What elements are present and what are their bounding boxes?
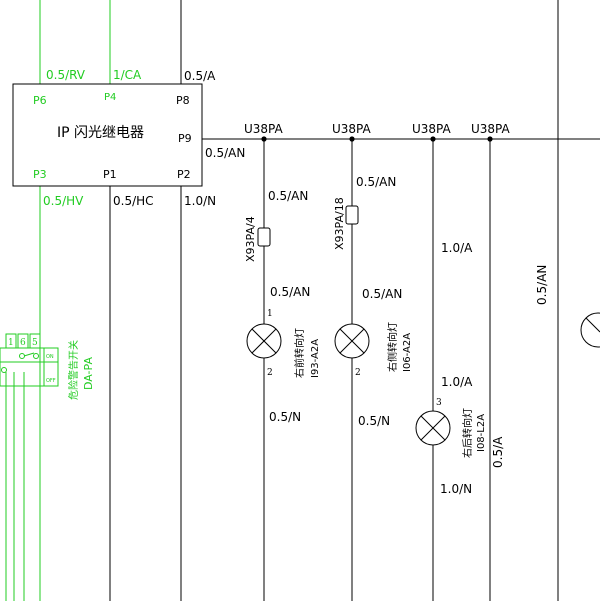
branch-front-lamp-name: 右前转向灯	[293, 328, 306, 378]
splice-dot	[261, 136, 267, 142]
switch-code: DA-PA	[82, 357, 95, 390]
lamp-icon	[415, 410, 451, 446]
branch-front-pin-bottom: 2	[267, 368, 273, 378]
branch-rear-pin-top: 3	[436, 398, 442, 408]
wire-label-far-right: 0.5/AN	[535, 265, 549, 305]
branch-side-wire-mid: 0.5/AN	[362, 287, 402, 301]
splice-labels: U38PA U38PA U38PA U38PA	[244, 122, 511, 136]
partial-lamp-icon	[580, 312, 600, 348]
branch-front-wire-mid: 0.5/AN	[270, 285, 310, 299]
wire-labels: 0.5/RV 1/CA 0.5/A 0.5/AN 0.5/HV 0.5/HC 1…	[43, 68, 549, 305]
relay-pin-p4: P4	[104, 92, 116, 103]
relay-title: IP 闪光继电器	[57, 125, 144, 141]
branch-side-lamp-name: 右侧转向灯	[386, 322, 399, 372]
branch-rear-wire-top: 1.0/A	[441, 241, 473, 255]
switch-name: 危险警告开关	[67, 340, 80, 400]
wire-label-p4: 1/CA	[113, 68, 142, 82]
branch-side-wire-top: 0.5/AN	[356, 175, 396, 189]
relay-pin-p8: P8	[176, 94, 190, 107]
splice-label: U38PA	[471, 122, 511, 136]
branch-side: 0.5/AN X93PA/18 0.5/AN 2 右侧转向灯 I06-A2A 0…	[333, 175, 413, 428]
partial-lamp-cross	[585, 317, 600, 333]
wires	[39, 0, 600, 601]
branch-front-wire-top: 0.5/AN	[268, 189, 308, 203]
branch-rear-wire-mid: 1.0/A	[441, 375, 473, 389]
relay-box	[12, 83, 203, 187]
switch-off-label: OFF	[46, 378, 56, 384]
wire-label-p9: 0.5/AN	[205, 146, 245, 160]
branch-side-pin-bottom: 2	[355, 368, 361, 378]
splice-label: U38PA	[332, 122, 372, 136]
branch-front-connector: X93PA/4	[244, 216, 257, 262]
wire-label-p1: 0.5/HC	[113, 194, 154, 208]
switch-body	[0, 347, 59, 387]
wire-label-p2: 1.0/N	[184, 194, 216, 208]
branch-front: 0.5/AN X93PA/4 0.5/AN 1 2 右前转向灯 I93-A2A …	[244, 189, 321, 424]
branch-front-wire-bottom: 0.5/N	[269, 410, 301, 424]
relay-pin-p1: P1	[103, 168, 117, 181]
branch-rear-wire-bottom: 1.0/N	[440, 482, 472, 496]
relay-pin-p3: P3	[33, 168, 47, 181]
flasher-relay: IP 闪光继电器 P6 P4 P8 P9 P3 P1 P2	[12, 83, 203, 187]
lamp-icon	[246, 323, 282, 359]
branch-side-wire-bottom: 0.5/N	[358, 414, 390, 428]
switch-pin: 5	[32, 338, 38, 348]
wire-label-p6: 0.5/RV	[46, 68, 86, 82]
branch-rear-lamp-name: 右后转向灯	[461, 408, 474, 458]
branch-side-connector: X93PA/18	[333, 197, 346, 250]
relay-pin-p2: P2	[177, 168, 191, 181]
lamp-icon	[334, 323, 370, 359]
splice-label: U38PA	[244, 122, 284, 136]
contact-icon	[19, 353, 25, 359]
branch-front-pin-top: 1	[267, 309, 273, 319]
splice-label: U38PA	[412, 122, 452, 136]
switch-lever-icon	[23, 352, 35, 357]
splice-dot	[487, 136, 493, 142]
contact-icon	[33, 353, 39, 359]
relay-pin-p9: P9	[178, 132, 192, 145]
branch-rear-wire-side: 0.5/A	[491, 436, 505, 468]
branch-rear-lamp-code: I08-L2A	[476, 414, 487, 452]
switch-pin: 1	[8, 338, 14, 348]
fuse-link-icon	[345, 205, 359, 225]
branch-front-lamp-code: I93-A2A	[310, 339, 321, 378]
relay-pin-p6: P6	[33, 94, 47, 107]
switch-on-label: ON	[46, 354, 54, 360]
hazard-switch: 1 6 5 ON OFF 危险警告开关 DA-PA	[0, 333, 95, 601]
contact-icon	[1, 367, 7, 373]
branch-rear: 1.0/A 1.0/A 3 右后转向灯 I08-L2A 0.5/A 1.0/N	[415, 241, 505, 496]
splice-dot	[349, 136, 355, 142]
wire-label-p3: 0.5/HV	[43, 194, 84, 208]
fuse-link-icon	[257, 227, 271, 247]
branch-side-lamp-code: I06-A2A	[402, 333, 413, 372]
switch-pin: 6	[20, 338, 26, 348]
splice-dot	[430, 136, 436, 142]
wire-label-p8: 0.5/A	[184, 69, 216, 83]
splice-dots	[261, 136, 493, 142]
